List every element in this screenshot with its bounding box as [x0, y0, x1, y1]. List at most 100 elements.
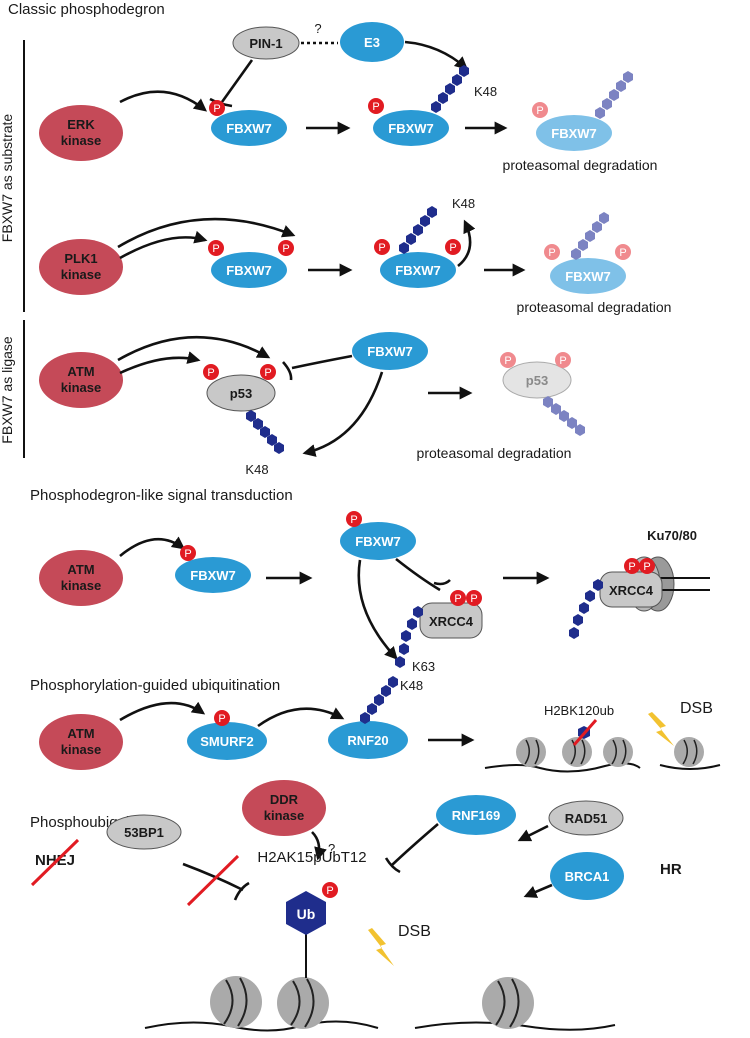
ddr-kinase-label: DDR	[270, 792, 299, 807]
fbxw7-node-1a	[211, 110, 287, 146]
panel-plk1: PLK1 kinase FBXW7 P P FBXW7 P P K48 FBXW…	[39, 196, 671, 315]
fbxw7-node-2b	[380, 252, 456, 288]
fbxw7-inhibit-p53	[291, 354, 353, 370]
fbxw7-label-2a: FBXW7	[226, 263, 272, 278]
bp53-label: 53BP1	[124, 825, 164, 840]
fbxw7-label-3: FBXW7	[367, 344, 413, 359]
phospho-label-2b-left: P	[378, 242, 385, 254]
phospho-label-2a-left: P	[212, 243, 219, 255]
smurf2-to-rnf20-arrow	[257, 707, 345, 728]
nucleosome-5b-lines	[570, 739, 586, 765]
phospho-label-4b: P	[350, 514, 357, 526]
phospho-label-2c-right: P	[619, 247, 626, 259]
phospho-label-5: P	[218, 713, 225, 725]
fbxw7-inhibit-xrcc4	[395, 557, 441, 592]
phospho-4a	[180, 545, 196, 561]
phospho-4b	[346, 511, 362, 527]
nucleosome-6b	[277, 977, 329, 1029]
nucleosome-5d	[674, 737, 704, 767]
nucleosome-5c	[603, 737, 633, 767]
phospho-2b-left	[374, 239, 390, 255]
ub-chain-2c	[571, 212, 609, 260]
bp53-binding	[182, 862, 244, 892]
ub-chain-4b	[569, 579, 603, 639]
fbxw7-label-4b: FBXW7	[355, 534, 401, 549]
atm-kinase-node-5	[39, 714, 123, 770]
pin1-node	[232, 26, 300, 60]
phospho-6	[322, 882, 338, 898]
xrcc4-label-a: XRCC4	[429, 614, 474, 629]
dsb-label-5: DSB	[680, 700, 713, 717]
plk1-kinase-label: PLK1	[64, 251, 97, 266]
ddr-question: ?	[328, 841, 335, 856]
panel-signal-transduction: ATM kinase FBXW7 P FBXW7 P XRCC4 P P K63	[39, 511, 710, 674]
phospho-1a	[209, 100, 225, 116]
phospho-label-4c-right: P	[470, 593, 477, 605]
atm-arrow-5	[119, 701, 206, 722]
ddr-arrow	[311, 831, 327, 861]
fbxw7-node-4b	[340, 522, 416, 560]
fbxw7-self-ub-arrow	[457, 219, 476, 268]
phospho-4d-left	[624, 558, 640, 574]
bp53-node	[106, 814, 182, 850]
dsb-label-6: DSB	[398, 923, 431, 940]
phospho-3-left	[203, 364, 219, 380]
erk-to-fbxw7-arrow	[119, 90, 208, 112]
fbxw7-to-k63-arrow	[357, 559, 398, 660]
fbxw7-inhibit-xrcc4-bar	[433, 579, 451, 586]
p53-node-b	[502, 361, 572, 399]
erk-kinase-label: ERK	[67, 117, 95, 132]
atm-kinase-label-4: ATM	[67, 562, 94, 577]
atm-kinase-label-5: ATM	[67, 726, 94, 741]
side-label-substrate: FBXW7 as substrate	[0, 114, 15, 243]
ub-chain-3b	[543, 396, 585, 436]
phospho-label-1b: P	[372, 101, 379, 113]
ub-chain-1b	[431, 65, 469, 113]
rnf169-node	[436, 795, 516, 835]
rnf20-node	[328, 721, 408, 759]
fbxw7-label-2b: FBXW7	[395, 263, 441, 278]
k48-label-3: K48	[245, 462, 268, 477]
brca1-label: BRCA1	[565, 869, 610, 884]
nucleosome-6a	[210, 976, 262, 1028]
fbxw7-node-2c	[550, 258, 626, 294]
h2bk-label: H2BK120ub	[544, 703, 614, 718]
p53-label-b: p53	[526, 373, 548, 388]
phospho-2a-right	[278, 240, 294, 256]
atm-kinase-label-3b: kinase	[61, 380, 101, 395]
phospho-label-2a-right: P	[282, 243, 289, 255]
pin1-label: PIN-1	[249, 36, 282, 51]
plk1-kinase-label-2: kinase	[61, 267, 101, 282]
chromatin-6-right	[414, 1021, 616, 1031]
nucleosome-5d-lines	[682, 739, 698, 765]
nucleosome-5c-lines	[611, 739, 627, 765]
rad51-label: RAD51	[565, 811, 608, 826]
phospho-4c-left	[450, 590, 466, 606]
phospho-label-1a: P	[213, 103, 220, 115]
k48-label-1: K48	[474, 84, 497, 99]
atm-kinase-label-4b: kinase	[61, 578, 101, 593]
fbxw7-label-1c: FBXW7	[551, 126, 597, 141]
smurf2-label: SMURF2	[200, 734, 253, 749]
smurf2-node	[187, 722, 267, 760]
h2ak-label: H2AK15pUbT12	[257, 849, 366, 866]
k48-label-2: K48	[452, 196, 475, 211]
phospho-2c-right	[615, 244, 631, 260]
atm-kinase-label-5b: kinase	[61, 742, 101, 757]
nucleosome-6a-lines	[223, 977, 248, 1027]
side-label-ligase: FBXW7 as ligase	[0, 336, 15, 444]
fbxw7-ub-p53-arrow	[302, 371, 384, 457]
panel-atm-p53: ATM kinase p53 P P FBXW7 K48 p53 P P	[39, 332, 585, 477]
plk1-kinase-node	[39, 239, 123, 295]
phospho-5	[214, 710, 230, 726]
phospho-2c-left	[544, 244, 560, 260]
hr-label: HR	[660, 861, 682, 878]
ub-chain-1c	[595, 71, 633, 119]
bp53-binding-cross	[186, 854, 240, 907]
phospho-2a-left	[208, 240, 224, 256]
phospho-label-4d-right: P	[643, 561, 650, 573]
phospho-label-3-right: P	[264, 367, 271, 379]
phospho-label-3b-right: P	[559, 355, 566, 367]
ub-chain-5	[360, 676, 398, 724]
